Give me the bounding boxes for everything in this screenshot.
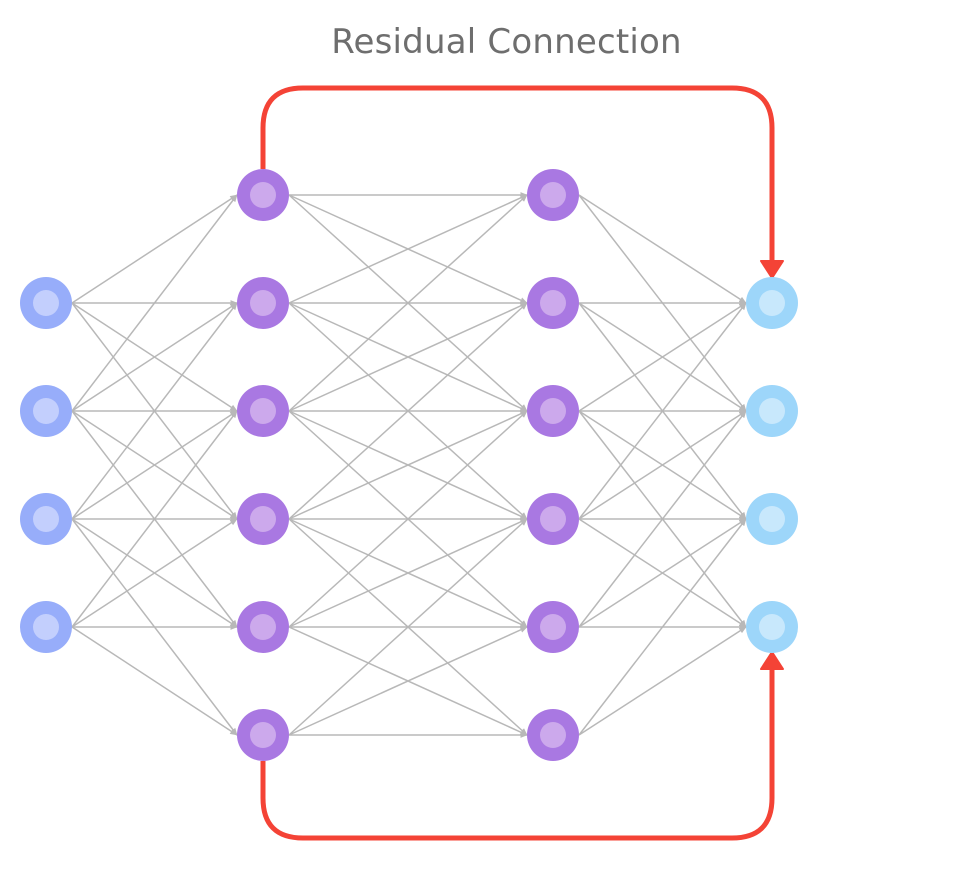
neuron-core: [759, 290, 785, 316]
edge-input-2-to-hidden-1-1: [71, 194, 238, 304]
neuron-hidden-2-4: [527, 493, 579, 545]
neuron-core: [540, 722, 566, 748]
neuron-output-2: [746, 277, 798, 329]
edge-hidden-1-5-to-hidden-2-3: [288, 410, 528, 628]
neuron-hidden-2-1: [527, 169, 579, 221]
edge-input-4-to-hidden-1-3: [71, 410, 238, 520]
neuron-core: [250, 614, 276, 640]
neuron-core: [250, 398, 276, 424]
neuron-core: [250, 506, 276, 532]
neuron-core: [250, 722, 276, 748]
diagram-title: Residual Connection: [331, 22, 682, 62]
edge-hidden-1-2-to-hidden-2-1: [288, 194, 528, 304]
neuron-core: [540, 398, 566, 424]
edge-hidden-2-4-to-output-2: [578, 302, 747, 520]
edge-hidden-2-5-to-output-4: [578, 518, 747, 628]
neuron-core: [250, 182, 276, 208]
neuron-core: [33, 398, 59, 424]
edge-hidden-1-5-to-hidden-2-4: [288, 518, 528, 628]
edge-hidden-2-6-to-output-4: [578, 518, 747, 736]
neuron-core: [540, 506, 566, 532]
edge-hidden-1-6-to-hidden-2-4: [288, 518, 528, 736]
neuron-hidden-2-6: [527, 709, 579, 761]
connection-edges: [71, 192, 747, 738]
neuron-input-3: [20, 385, 72, 437]
neuron-output-5: [746, 601, 798, 653]
neuron-core: [540, 290, 566, 316]
edge-input-5-to-hidden-1-3: [71, 410, 238, 628]
edge-hidden-2-5-to-output-3: [578, 410, 747, 628]
residual-connection-1: [260, 85, 784, 279]
edge-hidden-2-6-to-output-5: [578, 626, 747, 736]
residual-connections: [260, 85, 784, 841]
neuron-core: [759, 506, 785, 532]
neuron-input-4: [20, 493, 72, 545]
residual-path: [260, 85, 775, 263]
edge-input-3-to-hidden-1-1: [71, 194, 238, 412]
edge-input-5-to-hidden-1-4: [71, 518, 238, 628]
residual-arrowhead-icon: [760, 651, 784, 670]
neuron-core: [33, 290, 59, 316]
neuron-input-5: [20, 601, 72, 653]
neuron-hidden-1-3: [237, 385, 289, 437]
edge-hidden-1-4-to-hidden-2-3: [288, 410, 528, 520]
neuron-core: [33, 506, 59, 532]
neuron-hidden-1-5: [237, 601, 289, 653]
edge-hidden-1-6-to-hidden-2-5: [288, 626, 528, 736]
neuron-core: [540, 182, 566, 208]
edge-input-3-to-hidden-1-2: [71, 302, 238, 412]
neuron-hidden-1-2: [237, 277, 289, 329]
edge-input-4-to-hidden-1-2: [71, 302, 238, 520]
residual-arrowhead-icon: [760, 260, 784, 279]
edge-hidden-2-1-to-output-2: [578, 194, 747, 304]
neuron-core: [540, 614, 566, 640]
neuron-hidden-2-2: [527, 277, 579, 329]
neuron-output-3: [746, 385, 798, 437]
neuron-hidden-1-6: [237, 709, 289, 761]
neuron-hidden-1-4: [237, 493, 289, 545]
neuron-hidden-1-1: [237, 169, 289, 221]
neuron-core: [759, 398, 785, 424]
neurons: [20, 169, 798, 761]
edge-hidden-1-4-to-hidden-2-2: [288, 302, 528, 520]
edge-input-5-to-hidden-1-6: [71, 626, 238, 736]
neuron-core: [33, 614, 59, 640]
neuron-output-4: [746, 493, 798, 545]
neuron-core: [250, 290, 276, 316]
residual-path: [260, 667, 775, 841]
neuron-hidden-2-5: [527, 601, 579, 653]
residual-connection-2: [260, 651, 784, 841]
neuron-input-2: [20, 277, 72, 329]
neuron-core: [759, 614, 785, 640]
edge-hidden-1-3-to-hidden-2-2: [288, 302, 528, 412]
edge-hidden-2-4-to-output-3: [578, 410, 747, 520]
neuron-hidden-2-3: [527, 385, 579, 437]
edge-hidden-2-3-to-output-2: [578, 302, 747, 412]
edge-hidden-1-3-to-hidden-2-1: [288, 194, 528, 412]
